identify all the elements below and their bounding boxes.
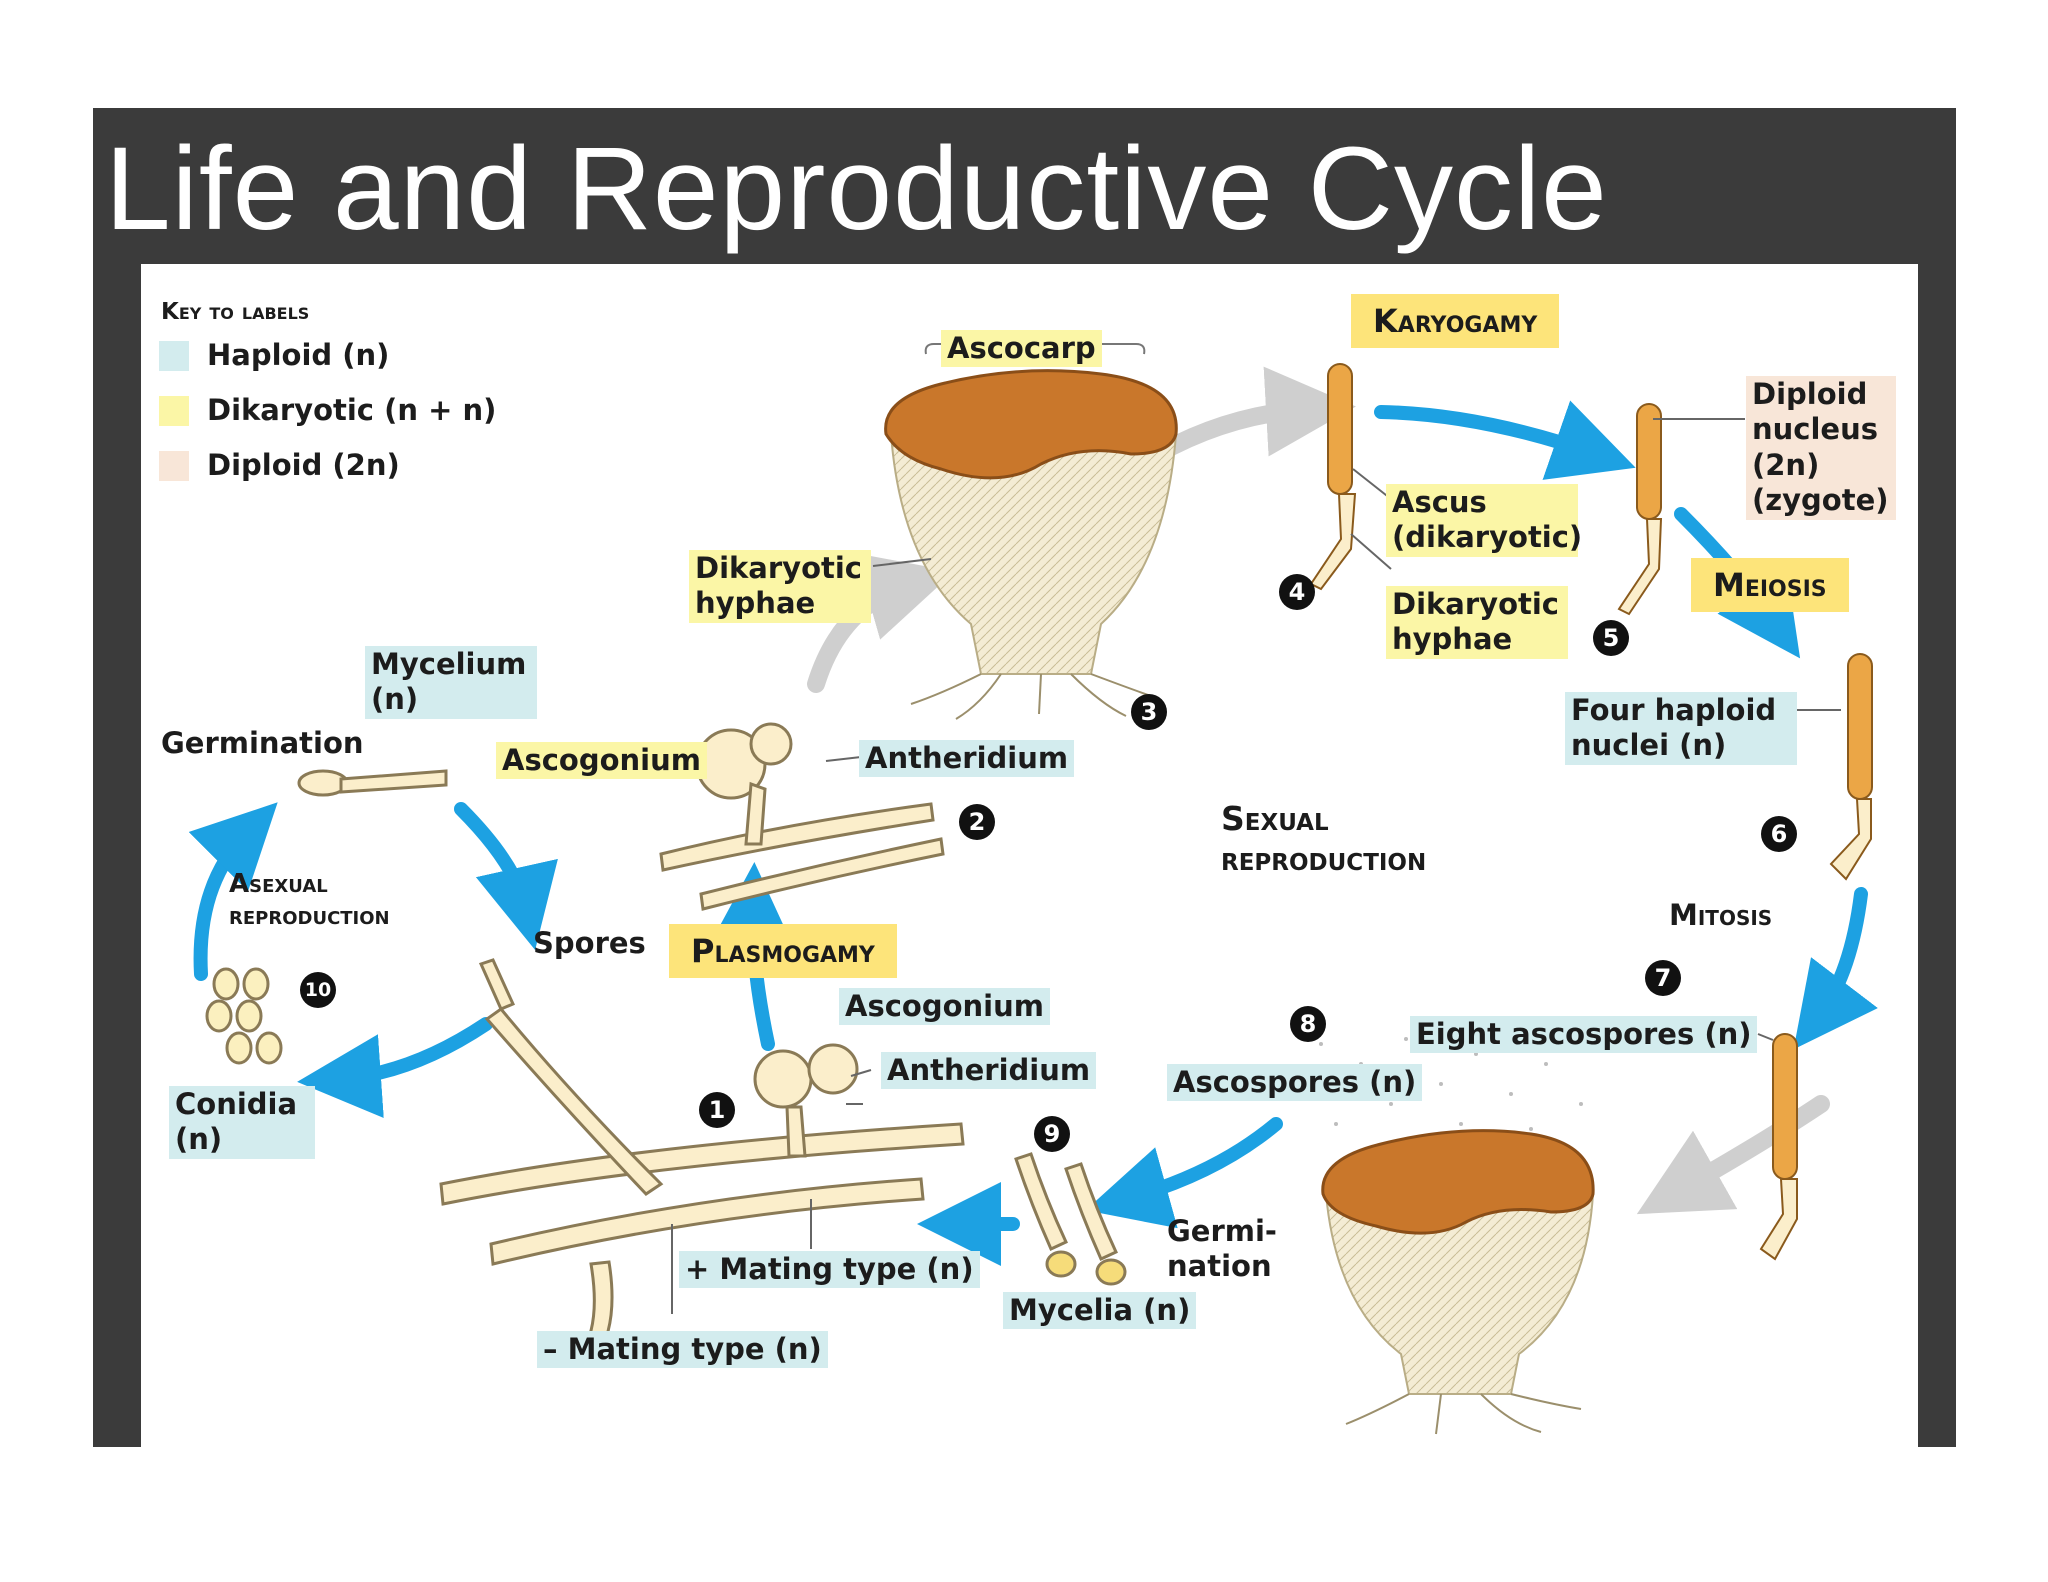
stage-karyogamy: Karyogamy (1351, 294, 1560, 348)
life-cycle-diagram: Key to labels Haploid (n) Dikaryotic (n … (141, 264, 1918, 1447)
key-haploid-label: Haploid (n) (207, 338, 390, 372)
stage-plasmogamy: Plasmogamy (669, 924, 897, 978)
arrow-germination-to-spores (454, 802, 558, 950)
label-four-haploid-nuclei: Four haploid nuclei (n) (1565, 692, 1797, 765)
label-eight-ascospores: Eight ascospores (n) (1410, 1016, 1758, 1054)
ascocarp-top (884, 332, 1178, 720)
label-antheridium-bottom: Antheridium (881, 1052, 1097, 1090)
arrow-ascospores (1085, 1117, 1283, 1229)
hyphae-step1 (439, 958, 965, 1361)
label-germination-right: Germi- nation (1167, 1214, 1277, 1284)
leader-lines (671, 418, 1841, 1314)
step-2-marker: 2 (959, 804, 995, 840)
step-3-marker: 3 (1131, 694, 1167, 730)
label-conidia: Conidia (n) (169, 1086, 315, 1159)
key-diploid-label: Diploid (2n) (207, 448, 400, 482)
section-mitosis: Mitosis (1669, 898, 1773, 932)
section-asexual-reproduction: Asexual reproduction (229, 869, 390, 931)
label-dikaryotic-hyphae-right: Dikaryotic hyphae (1386, 586, 1568, 659)
label-mycelium: Mycelium (n) (365, 646, 537, 719)
label-ascus: Ascus (dikaryotic) (1386, 484, 1582, 557)
label-minus-mating-type: – Mating type (n) (537, 1331, 828, 1369)
step-1-marker: 1 (699, 1092, 735, 1128)
key-diploid-swatch (159, 451, 189, 481)
key-dikaryotic-label: Dikaryotic (n + n) (207, 393, 497, 427)
germinating-spore (297, 769, 448, 797)
label-plus-mating-type: + Mating type (n) (679, 1251, 980, 1289)
stage-meiosis: Meiosis (1691, 558, 1849, 612)
arrow-conidia-to-germination (188, 802, 278, 981)
label-ascogonium-top: Ascogonium (496, 742, 707, 780)
hyphae-step2 (659, 722, 945, 911)
key-dikaryotic-swatch (159, 396, 189, 426)
label-germination-left: Germination (161, 726, 364, 760)
step-9-marker: 9 (1034, 1116, 1070, 1152)
step-7-marker: 7 (1645, 960, 1681, 996)
label-ascogonium-bottom: Ascogonium (839, 988, 1050, 1026)
mycelia-step9 (1014, 1152, 1127, 1286)
step-8-marker: 8 (1290, 1006, 1326, 1042)
label-dikaryotic-hyphae-top: Dikaryotic hyphae (689, 550, 871, 623)
conidia-cluster (205, 967, 283, 1065)
label-ascospores: Ascospores (n) (1167, 1064, 1423, 1102)
label-diploid-nucleus: Diploid nucleus (2n) (zygote) (1746, 376, 1896, 520)
section-sexual-reproduction: Sexual reproduction (1221, 799, 1427, 879)
key-heading: Key to labels (161, 299, 310, 325)
key-haploid-swatch (159, 341, 189, 371)
label-antheridium-top: Antheridium (859, 740, 1075, 778)
step-4-marker: 4 (1279, 574, 1315, 610)
arrow-spores-to-conidia (297, 1017, 493, 1118)
step-6-marker: 6 (1761, 816, 1797, 852)
arrow-karyogamy (1374, 400, 1636, 480)
diagram-artwork (188, 332, 1878, 1435)
label-mycelia: Mycelia (n) (1003, 1292, 1197, 1330)
step-5-marker: 5 (1593, 620, 1629, 656)
ascocarp-bottom (1319, 1037, 1595, 1435)
label-spores: Spores (533, 926, 646, 960)
label-ascocarp: Ascocarp (941, 330, 1102, 368)
arrow-mitosis (1793, 887, 1878, 1050)
slide-title: Life and Reproductive Cycle (105, 123, 1608, 255)
step-10-marker: 10 (300, 972, 336, 1008)
asci (1309, 363, 1873, 1261)
